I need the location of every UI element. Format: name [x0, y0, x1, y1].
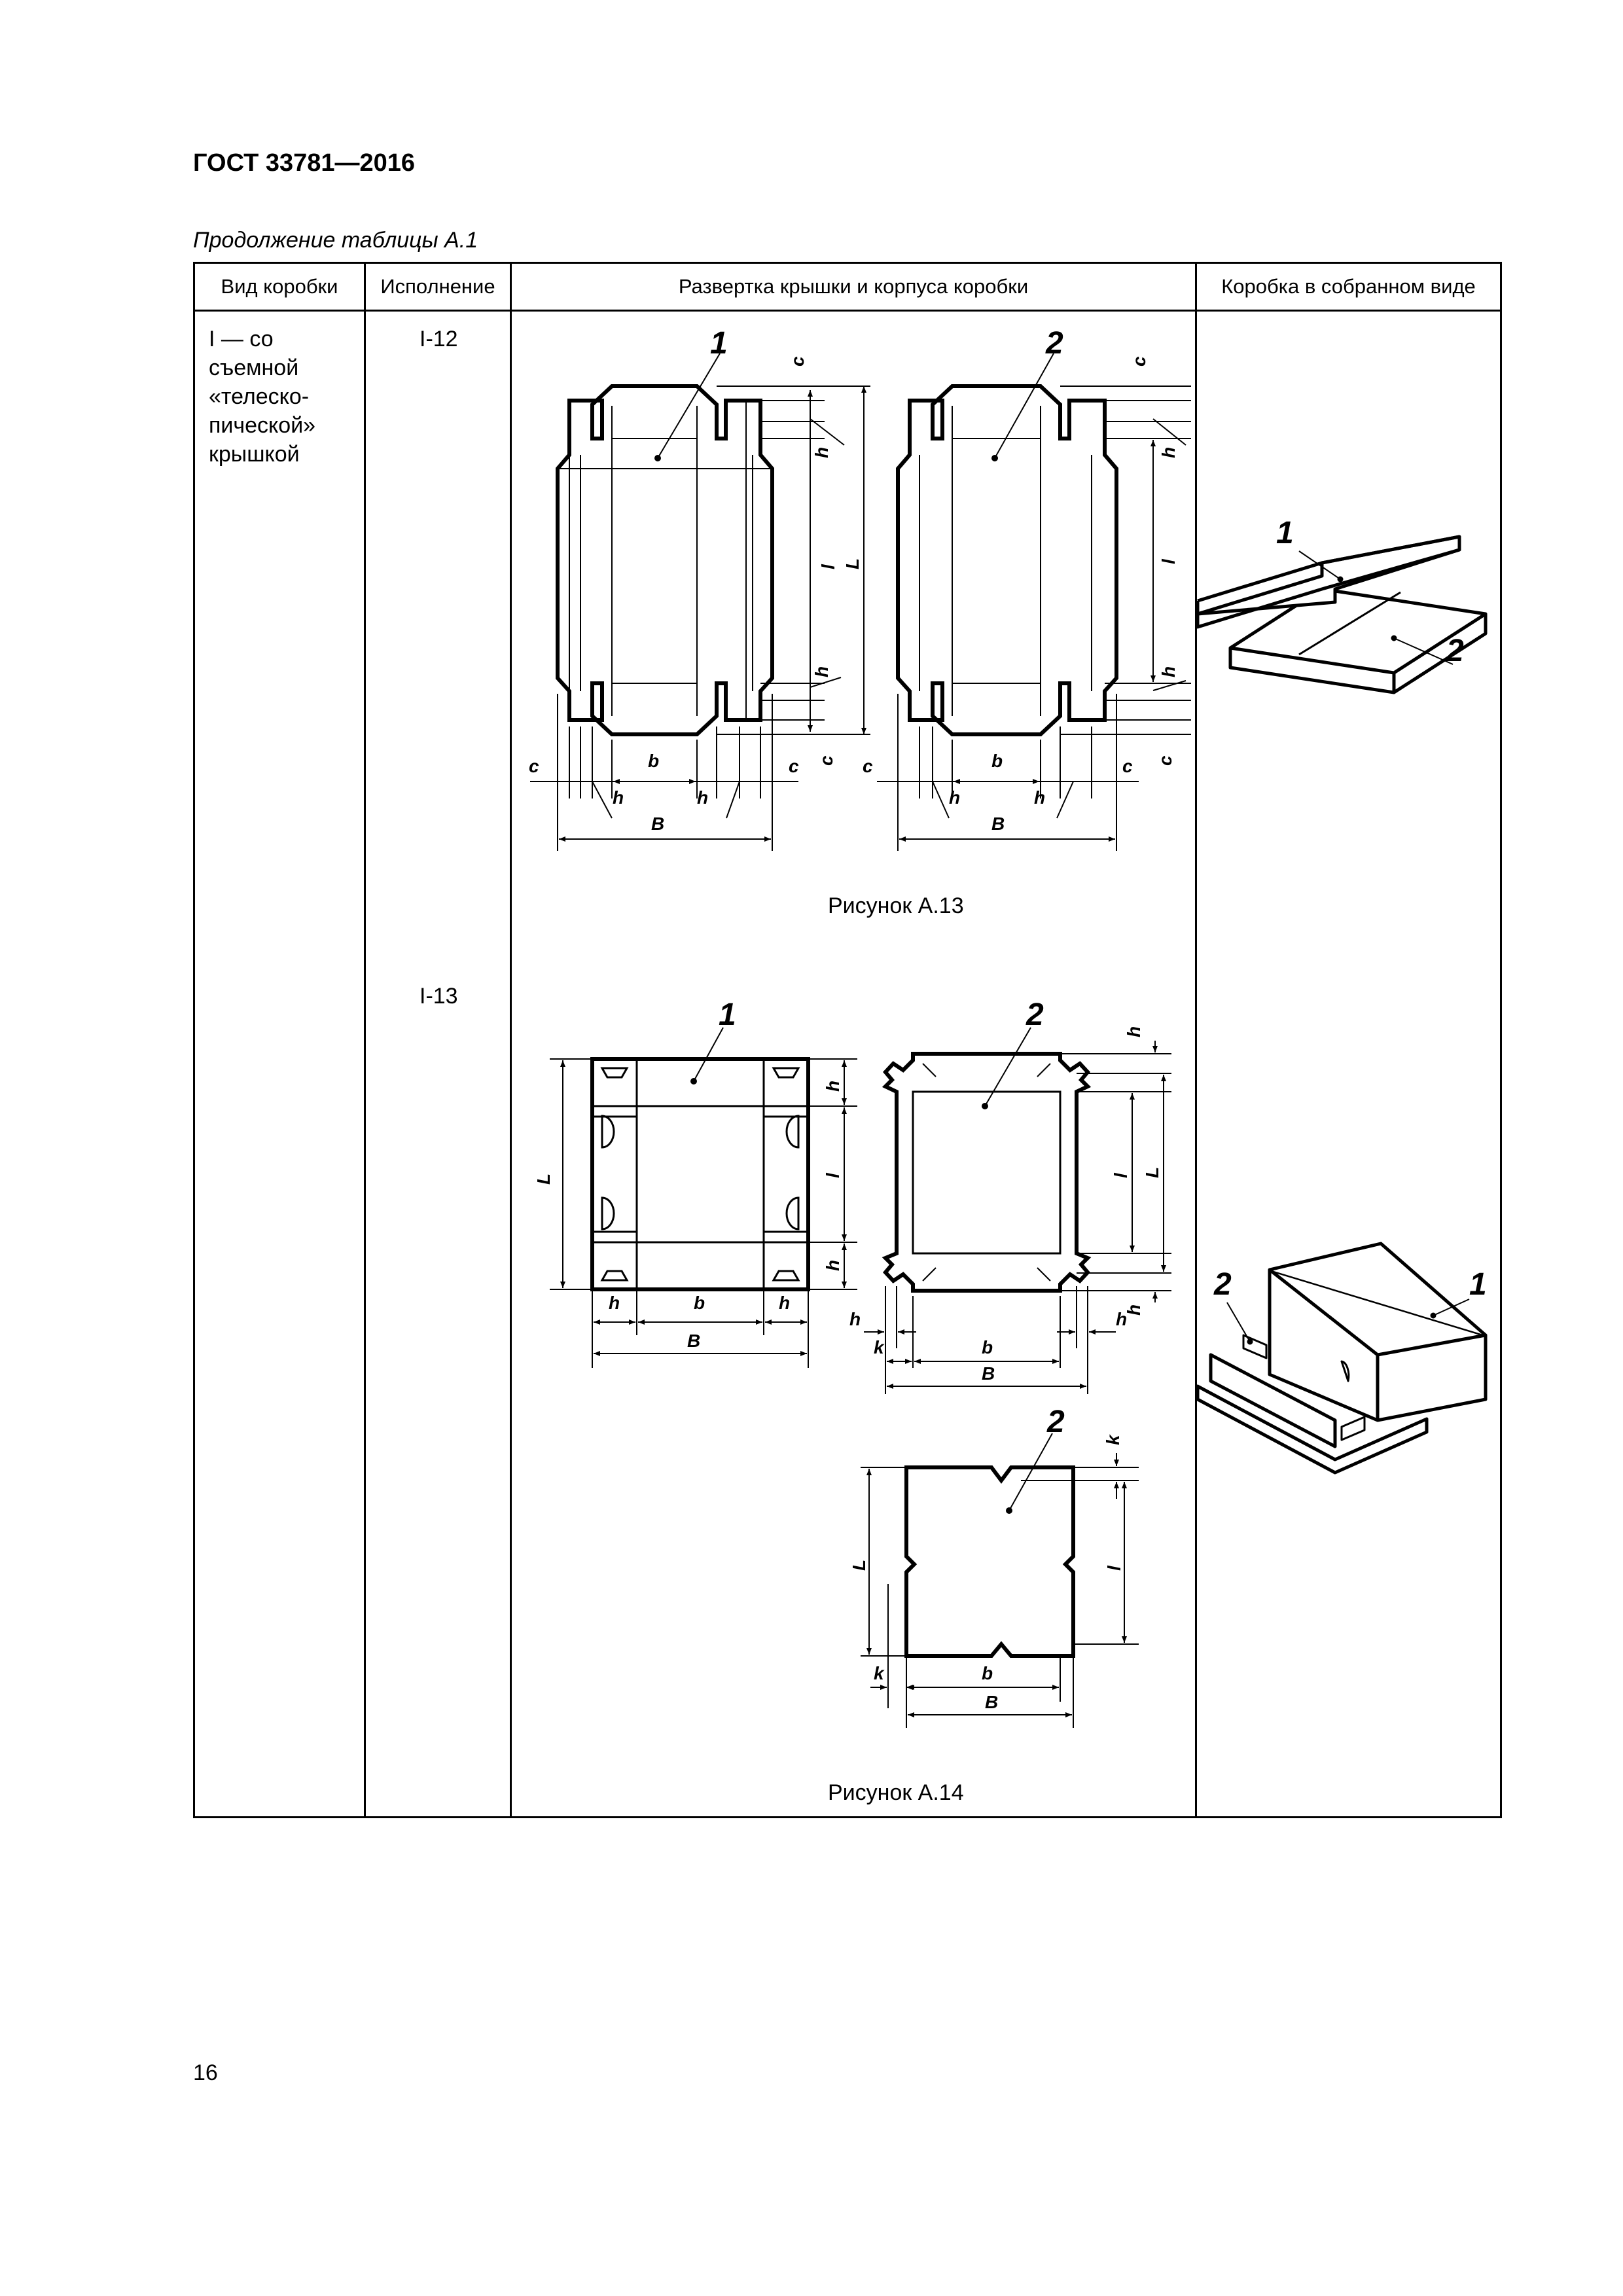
dim-h1-13d: h — [697, 787, 708, 808]
dim-h-14c: h — [849, 1309, 861, 1329]
dim-h1-14c: h — [609, 1293, 620, 1313]
dim-L1-14: L — [533, 1174, 554, 1185]
document-header: ГОСТ 33781—2016 — [193, 149, 416, 177]
dim-b-14b: b — [982, 1663, 993, 1683]
dim-L1-13: L — [842, 558, 863, 569]
dim-b1-14: b — [694, 1293, 705, 1313]
assembled-a14-lid-label: 1 — [1469, 1267, 1487, 1302]
dim-L-14: L — [1142, 1167, 1162, 1178]
dim-h-14b: h — [1124, 1304, 1144, 1316]
figure-a14-body-blank — [882, 1052, 1092, 1293]
dim-B-14a: B — [982, 1363, 995, 1384]
assembled-box-a14 — [1196, 1242, 1488, 1475]
box-type-description: I — со съемной «телеско- пической» крышк… — [209, 327, 316, 467]
dim-c-13d: c — [1155, 755, 1175, 766]
dim-b-13: b — [991, 751, 1003, 771]
dim-h-14d: h — [1116, 1309, 1127, 1329]
table-caption: Продолжение таблицы А.1 — [193, 228, 478, 253]
body-part-label-14b: 2 — [1046, 1405, 1065, 1439]
figure-a14-lid-blank — [590, 1057, 810, 1291]
figure-a13-lid-dimensions — [530, 386, 870, 851]
column-header-assembled: Коробка в собранном виде — [1221, 275, 1476, 298]
assembled-a13-body-label: 2 — [1446, 634, 1464, 668]
dim-c-13h: c — [1122, 756, 1133, 776]
dim-h1-13b: h — [812, 666, 832, 677]
dim-l1-14: l — [823, 1172, 843, 1178]
dim-h-13a: h — [1158, 447, 1179, 458]
figure-a14-body-dimensions — [864, 1027, 1171, 1394]
dim-k-14a: k — [874, 1337, 885, 1357]
figure-caption-a13: Рисунок А.13 — [828, 893, 964, 918]
body-cell-assembled — [1195, 310, 1502, 1818]
figure-a14-lid-dimensions — [550, 1027, 857, 1368]
variant-i12: I-12 — [419, 327, 458, 351]
assembled-a13-lid-label: 1 — [1276, 516, 1294, 550]
lid-part-label-13: 1 — [710, 326, 728, 361]
dim-b1-13: b — [648, 751, 659, 771]
dim-b-14a: b — [982, 1337, 993, 1357]
dim-c-13g: c — [863, 756, 873, 776]
dim-h-14a: h — [1124, 1026, 1144, 1037]
dim-k-14c: k — [874, 1663, 885, 1683]
column-header-layout: Развертка крышки и корпуса коробки — [678, 275, 1029, 298]
dim-h1-14d: h — [779, 1293, 790, 1313]
variant-i13: I-13 — [419, 984, 458, 1009]
figure-a14-body-blank-alt — [904, 1465, 1075, 1658]
dim-h1-14b: h — [823, 1260, 843, 1271]
dim-h-13b: h — [1158, 666, 1179, 677]
figure-a13-lid-blank — [556, 384, 774, 736]
dim-l-14b: l — [1104, 1565, 1124, 1571]
column-header-variant: Исполнение — [380, 275, 495, 298]
figure-caption-a14: Рисунок А.14 — [828, 1780, 964, 1805]
dim-c-13b: c — [1129, 356, 1149, 367]
dim-B-13: B — [991, 814, 1005, 834]
dim-h-13d: h — [1034, 787, 1045, 808]
dim-c-13a: c — [787, 356, 808, 367]
dim-l-14: l — [1111, 1172, 1131, 1178]
dim-c-13c: c — [816, 755, 836, 766]
dim-B1-13: B — [651, 814, 664, 834]
lid-part-label-14: 1 — [719, 997, 736, 1032]
dim-h1-13c: h — [613, 787, 624, 808]
page-number: 16 — [193, 2060, 218, 2085]
column-header-box-type: Вид коробки — [221, 275, 338, 298]
assembled-a14-body-label: 2 — [1213, 1267, 1232, 1302]
dim-B-14b: B — [985, 1692, 998, 1712]
dim-k-14b: k — [1103, 1434, 1123, 1445]
body-part-label-13: 2 — [1045, 326, 1063, 361]
dim-L-14b: L — [849, 1560, 869, 1571]
dim-c-13f: c — [789, 756, 799, 776]
assembled-box-a13 — [1196, 535, 1488, 694]
figure-a13-body-dimensions — [877, 386, 1191, 851]
dim-l-13: l — [1158, 558, 1179, 564]
figure-a14-body-alt-dimensions — [861, 1433, 1139, 1728]
dim-c-13e: c — [529, 756, 539, 776]
dim-l1-13: l — [818, 564, 838, 569]
dim-B1-14: B — [687, 1331, 700, 1351]
figure-a13-body-blank — [896, 384, 1118, 736]
specification-table: Вид коробки Исполнение Развертка крышки … — [193, 262, 1502, 1818]
dim-h-13c: h — [949, 787, 960, 808]
body-part-label-14: 2 — [1026, 997, 1044, 1032]
dim-h1-13a: h — [812, 447, 832, 458]
dim-h1-14a: h — [823, 1081, 843, 1092]
